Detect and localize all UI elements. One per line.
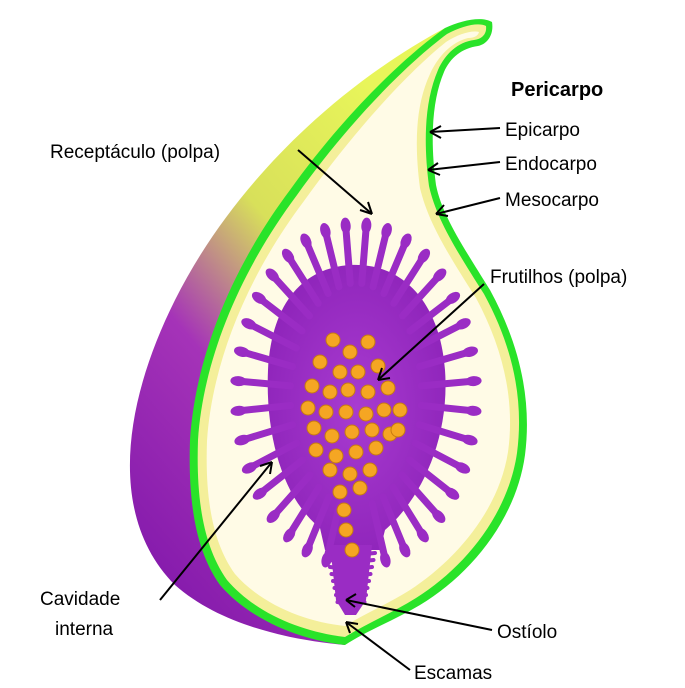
seed — [333, 365, 347, 379]
arrow-epicarpo — [430, 128, 500, 132]
scale — [338, 602, 348, 604]
seed — [323, 385, 337, 399]
seed — [339, 523, 353, 537]
seed — [337, 503, 351, 517]
seed — [326, 333, 340, 347]
seed — [345, 425, 359, 439]
seed — [309, 443, 323, 457]
seed — [343, 345, 357, 359]
arrow-mesocarpo — [436, 198, 500, 214]
scale — [355, 588, 368, 590]
seed — [333, 485, 347, 499]
seed — [319, 405, 333, 419]
label-escamas: Escamas — [414, 663, 492, 684]
arrow-endocarpo — [428, 162, 500, 170]
seed — [341, 383, 355, 397]
seed — [351, 365, 365, 379]
seed — [359, 407, 373, 421]
scale — [335, 588, 348, 590]
scale — [330, 567, 347, 569]
seed — [361, 335, 375, 349]
label-endocarpo: Endocarpo — [505, 154, 597, 175]
scale — [355, 560, 374, 562]
scale — [355, 567, 372, 569]
seed — [381, 381, 395, 395]
scale — [355, 574, 371, 576]
label-ostiolo: Ostíolo — [497, 622, 557, 643]
seed — [307, 421, 321, 435]
floret-ray — [362, 226, 367, 284]
arrow-escamas — [346, 622, 410, 670]
seed — [369, 441, 383, 455]
seed — [377, 403, 391, 417]
seed — [325, 429, 339, 443]
seed — [361, 385, 375, 399]
seed — [391, 423, 405, 437]
label-receptaculo: Receptáculo (polpa) — [50, 142, 220, 163]
seed — [305, 379, 319, 393]
seed — [363, 463, 377, 477]
scale — [355, 595, 366, 597]
seed — [323, 463, 337, 477]
seed — [343, 467, 357, 481]
seed — [349, 445, 363, 459]
scale — [329, 560, 348, 562]
floret-ray — [346, 226, 351, 284]
seed — [329, 449, 343, 463]
scale — [327, 553, 347, 555]
label-frutilhos: Frutilhos (polpa) — [490, 267, 627, 288]
seed — [365, 423, 379, 437]
seed — [353, 481, 367, 495]
seed — [313, 355, 327, 369]
scale — [333, 581, 347, 583]
label-epicarpo: Epicarpo — [505, 120, 580, 141]
seed — [339, 405, 353, 419]
seed — [301, 401, 315, 415]
seed — [345, 543, 359, 557]
label-mesocarpo: Mesocarpo — [505, 190, 599, 211]
seed — [393, 403, 407, 417]
scale — [332, 574, 348, 576]
scale — [355, 581, 369, 583]
seed — [371, 359, 385, 373]
label-cavidade-line2: interna — [55, 619, 114, 640]
label-cavidade-line1: Cavidade — [40, 589, 120, 610]
scale — [336, 595, 347, 597]
label-pericarpo: Pericarpo — [511, 79, 603, 101]
